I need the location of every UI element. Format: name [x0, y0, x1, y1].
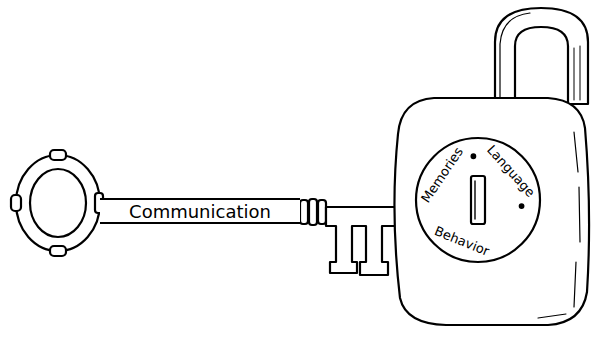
padlock-hatch — [538, 132, 580, 318]
keyhole-slot — [471, 176, 485, 224]
key-bit — [326, 207, 398, 275]
key-label: Communication — [129, 201, 271, 222]
key-collar — [318, 200, 326, 224]
shackle — [495, 8, 588, 104]
separator-dot — [472, 154, 476, 158]
key-collar — [300, 200, 308, 224]
padlock-body-outline — [394, 98, 589, 325]
shackle-hatch — [574, 46, 580, 100]
key-shaft: Communication — [100, 198, 300, 224]
key-ring — [16, 155, 100, 251]
ring-knob — [11, 195, 21, 211]
separator-dot — [520, 204, 524, 208]
ring-knob — [50, 150, 66, 160]
key-collar — [309, 199, 317, 225]
padlock-body: MemoriesLanguageBehavior — [388, 92, 593, 328]
shackle-shade — [500, 13, 530, 100]
padlock-outline — [388, 92, 593, 328]
ring-knob — [50, 246, 66, 256]
key-ring-hole — [30, 169, 86, 237]
keyhole-shade — [474, 181, 475, 219]
keyhole-plate — [416, 138, 540, 262]
